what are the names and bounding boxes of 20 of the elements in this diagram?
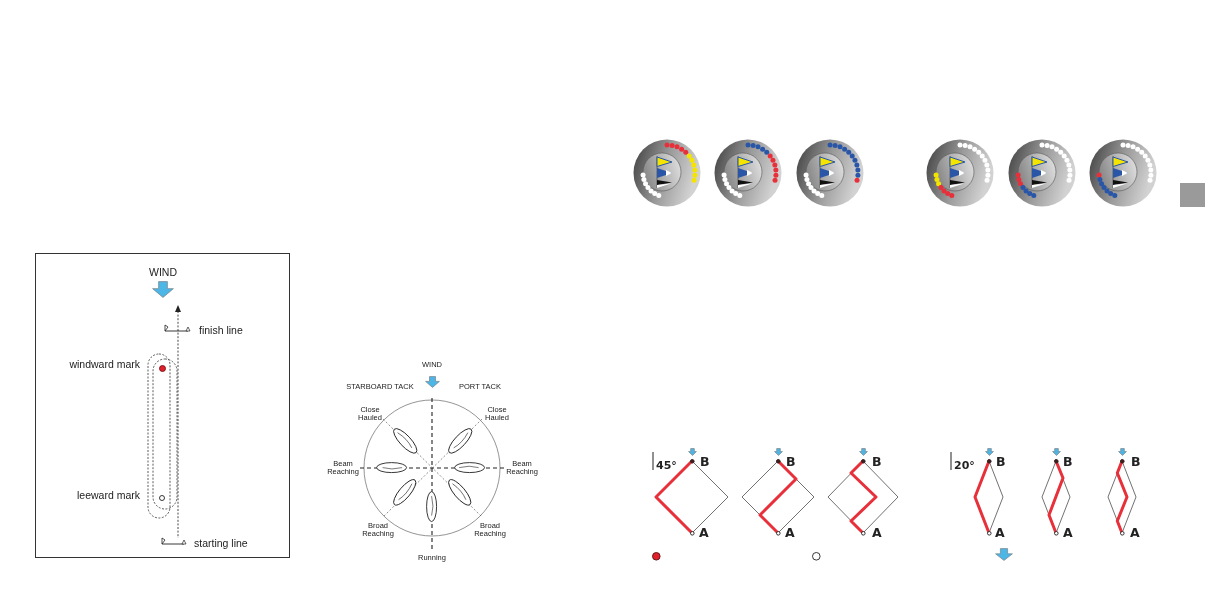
mark-label: leeward mark (76, 490, 140, 502)
point-label: A (872, 526, 882, 540)
point-label: B (996, 455, 1006, 469)
point-label: A (995, 526, 1005, 540)
point-label: B (786, 455, 796, 469)
mark-label: windward mark (69, 359, 140, 371)
point-label: A (1063, 526, 1073, 540)
wind-label: WIND (149, 267, 177, 279)
line-label: starting line (194, 538, 248, 550)
point-label: B (872, 455, 882, 469)
point-label: B (700, 455, 710, 469)
point-label: B (1063, 455, 1073, 469)
angle-label: 20° (954, 459, 975, 473)
point-label: A (1130, 526, 1140, 540)
point-label: B (1131, 455, 1141, 469)
point-label: A (699, 526, 709, 540)
point-label: A (785, 526, 795, 540)
line-label: finish line (199, 325, 243, 337)
course-panel (35, 253, 290, 558)
angle-label: 45° (656, 459, 677, 473)
